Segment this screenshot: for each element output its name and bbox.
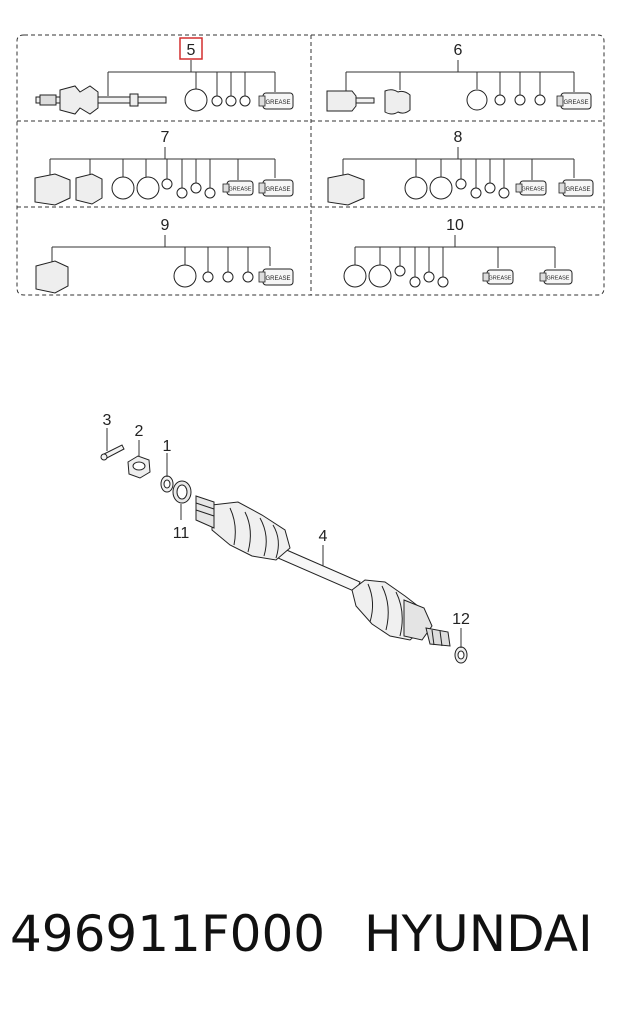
grease-label: GREASE — [563, 100, 588, 106]
kit-number-10: 10 — [446, 217, 464, 234]
circlip — [454, 646, 468, 664]
grease-label: GREASE — [489, 276, 512, 282]
clamp-small — [161, 178, 173, 190]
clamp-small — [409, 276, 421, 288]
grease-tube: GREASE — [258, 268, 294, 286]
tone-ring — [172, 480, 192, 504]
grease-tube: GREASE — [222, 180, 254, 196]
boot-ring-large — [173, 264, 197, 288]
clamp-small — [222, 271, 234, 283]
clamp-small — [494, 94, 506, 106]
footer-caption: 496911F000 HYUNDAI — [10, 905, 610, 975]
clamp-small — [437, 276, 449, 288]
kit-cell-9[interactable]: 9 GREASE — [35, 217, 294, 294]
boot-pair-thumbnail — [34, 173, 103, 206]
kit-cell-5[interactable]: 5 GREASE — [35, 37, 294, 115]
grease-label: GREASE — [229, 187, 252, 193]
callout-11: 11 — [173, 525, 190, 542]
clamp-small — [484, 182, 496, 194]
clamp-small — [225, 95, 237, 107]
kit-cell-7[interactable]: 7 GREASE — [34, 129, 294, 206]
brand-name: HYUNDAI — [364, 905, 593, 963]
callout-leaders — [106, 428, 462, 648]
clamp-small — [423, 271, 435, 283]
hub-nut — [127, 455, 151, 479]
clamp-small — [394, 265, 406, 277]
grease-tube: GREASE — [482, 269, 514, 285]
callout-12: 12 — [452, 611, 470, 628]
boot-ring-large — [368, 264, 392, 288]
grease-label: GREASE — [522, 187, 545, 193]
grease-tube: GREASE — [558, 179, 594, 197]
callout-2: 2 — [135, 423, 144, 440]
kit-number-8: 8 — [454, 129, 463, 146]
part-number: 496911F000 — [10, 905, 326, 963]
boot-thumbnail — [327, 173, 365, 206]
clamp-small — [470, 187, 482, 199]
washer — [160, 475, 174, 493]
boot-ring-large — [136, 176, 160, 200]
kit-cell-8[interactable]: 8 GREASE GR — [327, 129, 594, 206]
callout-4: 4 — [319, 528, 328, 545]
parts-diagram: 5 GREASE 6 — [16, 34, 605, 664]
grease-label: GREASE — [265, 187, 290, 193]
clamp-small — [239, 95, 251, 107]
clamp-small — [190, 182, 202, 194]
clamp-small — [176, 187, 188, 199]
drive-shaft-assembly — [195, 495, 451, 647]
kit-number-7: 7 — [161, 129, 170, 146]
kit-panel — [16, 34, 605, 296]
kit-number-5: 5 — [187, 42, 196, 59]
boot-ring-large — [111, 176, 135, 200]
clamp-small — [242, 271, 254, 283]
clamp-small — [534, 94, 546, 106]
clamp-small — [204, 187, 216, 199]
grease-tube: GREASE — [539, 269, 573, 285]
boot-ring-large — [466, 89, 488, 111]
kit-cell-6[interactable]: 6 GREASE — [326, 42, 592, 115]
grease-tube: GREASE — [258, 179, 294, 197]
boot-ring-large — [429, 176, 453, 200]
callout-3: 3 — [103, 412, 112, 429]
clamp-small — [514, 94, 526, 106]
clamp-small — [455, 178, 467, 190]
grease-tube: GREASE — [258, 92, 294, 110]
callout-1: 1 — [163, 438, 172, 455]
clamp-small — [211, 95, 223, 107]
clamp-small — [202, 271, 214, 283]
grease-label: GREASE — [565, 187, 590, 193]
boot-ring-large — [343, 264, 367, 288]
grease-label: GREASE — [265, 276, 290, 282]
boot-ring-large — [404, 176, 428, 200]
grease-tube: GREASE — [515, 180, 547, 196]
grease-tube: GREASE — [556, 92, 592, 110]
clamp-small — [498, 187, 510, 199]
kit-cell-10[interactable]: 10 GREASE GREASE — [343, 217, 573, 288]
cotter-pin — [100, 444, 125, 461]
boot-ring-large — [184, 88, 208, 112]
drive-shaft-thumbnail — [35, 85, 167, 115]
grease-label: GREASE — [265, 100, 290, 106]
kit-number-6: 6 — [454, 42, 463, 59]
grease-label: GREASE — [547, 276, 570, 282]
kit-number-9: 9 — [161, 217, 170, 234]
cv-joint-thumbnail — [326, 89, 411, 115]
kit-number-highlight — [179, 37, 203, 60]
boot-thumbnail — [35, 260, 69, 294]
